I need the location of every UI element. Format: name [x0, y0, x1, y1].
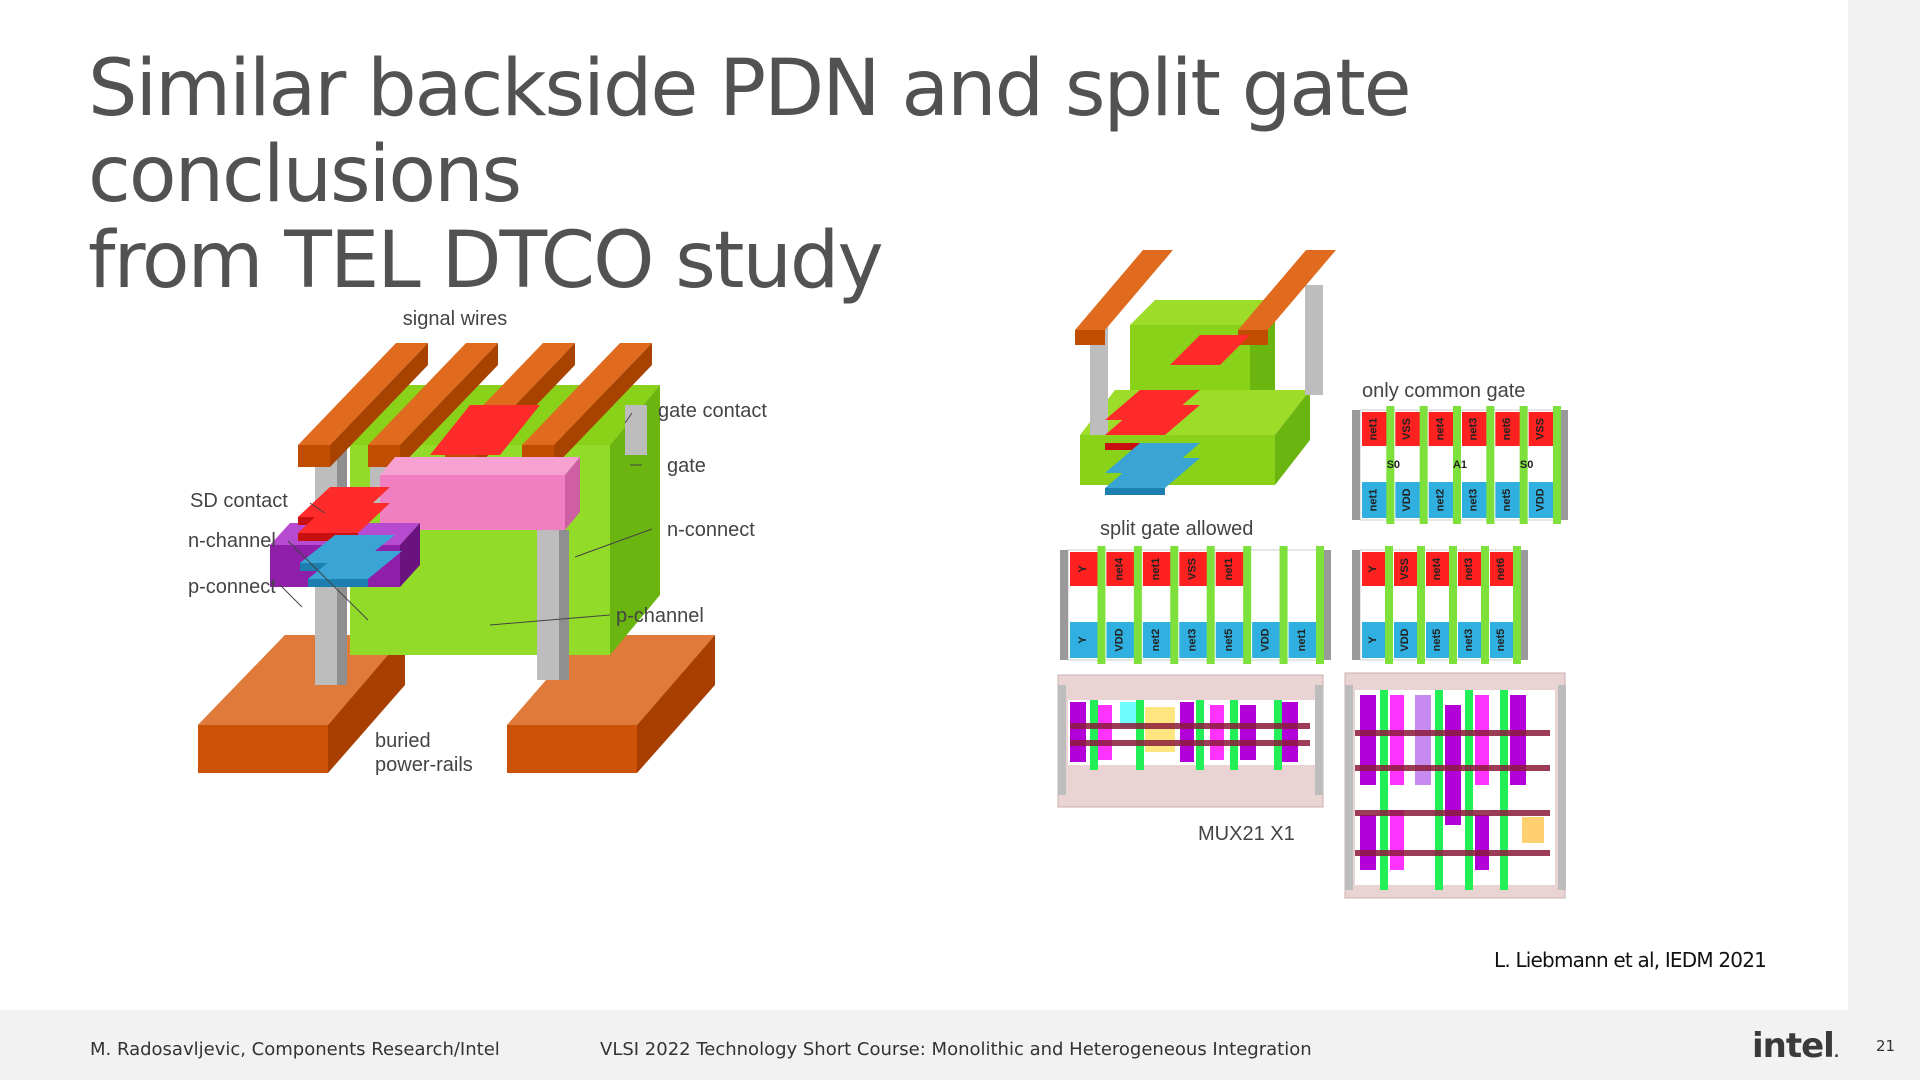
cell-net-label: net3	[1468, 489, 1480, 512]
cell-net-label: net4	[1434, 417, 1446, 441]
gate-column	[1386, 406, 1395, 524]
cell-net-label: net3	[1468, 418, 1480, 441]
cell-net-label: Y	[1077, 636, 1089, 644]
intel-logo-text: intel	[1752, 1026, 1835, 1066]
gate-column	[1385, 546, 1393, 664]
footer-author: M. Radosavljevic, Components Research/In…	[90, 1039, 500, 1060]
gate-column	[1206, 546, 1215, 664]
cell-net-label: net1	[1368, 489, 1380, 512]
p-channel-sheets	[300, 535, 402, 587]
cell-net-label: VSS	[1401, 418, 1413, 440]
label-split-gate-allowed: split gate allowed	[1100, 518, 1253, 540]
cell-net-label: net1	[1368, 418, 1380, 441]
cell-net-label: net4	[1431, 557, 1443, 581]
label-sd-contact: SD contact	[190, 490, 288, 512]
cell-net-label: net1	[1223, 558, 1235, 581]
page-number: 21	[1876, 1037, 1896, 1055]
cell-net-label: net5	[1495, 629, 1507, 652]
cell-net-label: net6	[1495, 558, 1507, 581]
citation: L. Liebmann et al, IEDM 2021	[1494, 948, 1767, 972]
cell-gate-label: A1	[1453, 459, 1467, 471]
cell-net-label: net2	[1434, 489, 1446, 512]
buried-power-rail-3d-diagram: signal wires gate contact gate SD contac…	[180, 295, 780, 795]
cell-net-label: VDD	[1399, 628, 1411, 651]
gate-column	[1417, 546, 1425, 664]
cell-net-label: net3	[1463, 558, 1475, 581]
cell-gate-label: S0	[1387, 459, 1400, 471]
gate-column	[1486, 406, 1495, 524]
right-margin-bar	[1848, 0, 1920, 1080]
footer-bar	[0, 1010, 1848, 1080]
gate-column	[1097, 546, 1106, 664]
gate-column	[1519, 406, 1528, 524]
cell-net-label: net5	[1223, 629, 1235, 652]
gate-column	[1316, 546, 1324, 664]
cell-net-label: VSS	[1534, 418, 1546, 440]
label-p-connect: p-connect	[188, 576, 276, 598]
gate-column	[1170, 546, 1179, 664]
cell-net-label: Y	[1367, 636, 1379, 644]
mux-layout-split-gate	[1057, 674, 1324, 808]
gate-column	[1133, 546, 1142, 664]
cell-net-label: net5	[1431, 629, 1443, 652]
gate-column	[1453, 406, 1461, 524]
label-n-channel: n-channel	[188, 530, 276, 552]
label-p-channel: p-channel	[616, 605, 704, 627]
cell-net-label: net1	[1296, 629, 1308, 652]
label-n-connect: n-connect	[667, 519, 755, 541]
cell-net-label: net3	[1187, 629, 1199, 652]
cell-net-label: net6	[1501, 418, 1513, 441]
cell-net-label: Y	[1077, 565, 1089, 573]
footer-course: VLSI 2022 Technology Short Course: Monol…	[600, 1039, 1312, 1060]
cell-gate-label: S0	[1520, 459, 1533, 471]
cell-net-label: VDD	[1534, 488, 1546, 511]
intel-logo: intel.	[1752, 1026, 1839, 1066]
cell-net-label: VDD	[1401, 488, 1413, 511]
gate-column	[1419, 406, 1428, 524]
label-gate-contact: gate contact	[658, 400, 767, 422]
label-gate: gate	[667, 455, 706, 477]
gate-contact-pillar	[625, 405, 647, 455]
cell-net-label: Y	[1367, 565, 1379, 573]
gate-column	[1279, 546, 1288, 664]
cell-net-label: VSS	[1187, 558, 1199, 580]
gate-column	[1513, 546, 1521, 664]
buried-power-rail-right	[507, 635, 715, 773]
cell-net-label: net2	[1150, 629, 1162, 652]
mux-layout-common-gate	[1344, 672, 1566, 899]
title-line-2: from TEL DTCO study	[88, 216, 884, 306]
gate-column	[1553, 406, 1561, 524]
buried-power-rail-left	[198, 635, 405, 773]
label-power-rails: power-rails	[375, 754, 473, 776]
label-signal-wires: signal wires	[403, 308, 507, 330]
title-line-1: Similar backside PDN and split gate conc…	[88, 44, 1412, 220]
cell-net-label: net5	[1501, 489, 1513, 512]
gate-column	[1449, 546, 1457, 664]
label-only-common-gate: only common gate	[1362, 380, 1525, 402]
gate-column	[1481, 546, 1489, 664]
label-mux: MUX21 X1	[1198, 823, 1295, 845]
n-connect	[380, 457, 580, 530]
label-buried: buried	[375, 730, 431, 752]
cell-net-label: net3	[1463, 629, 1475, 652]
cell-net-label: VSS	[1399, 558, 1411, 580]
cell-net-label: net1	[1150, 558, 1162, 581]
split-gate-dtco-diagram: only common gate split gate allowed net1…	[1050, 245, 1600, 905]
cell-net-label: VDD	[1114, 628, 1126, 651]
gate-column	[1243, 546, 1252, 664]
cell-net-label: VDD	[1259, 628, 1271, 651]
cell-net-label: net4	[1114, 557, 1126, 581]
split-gate-3d-view	[1075, 250, 1336, 495]
slide-title: Similar backside PDN and split gate conc…	[88, 46, 1808, 304]
